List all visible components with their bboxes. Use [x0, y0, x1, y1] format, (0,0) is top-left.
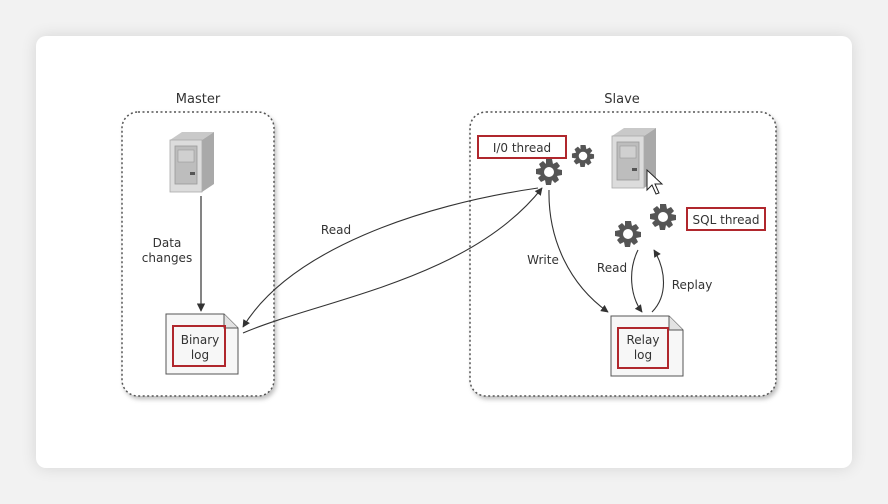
- binary-log-label-line2: log: [191, 348, 209, 362]
- relay-log-document-icon: [610, 315, 684, 377]
- relay-log-highlight: [617, 327, 669, 369]
- sql-thread-label: SQL thread: [693, 213, 760, 227]
- write-arrow: [548, 189, 609, 313]
- mouse-cursor-icon: [646, 168, 664, 195]
- write-label: Write: [527, 253, 559, 267]
- sql-thread-highlight: [686, 207, 766, 231]
- read-arrow-to-binlog: [242, 187, 539, 328]
- relay-log-label-line2: log: [634, 348, 652, 362]
- binary-log-document-icon: [165, 313, 239, 375]
- read-arrow-to-io-thread: [242, 187, 543, 334]
- master-server-icon: [169, 131, 215, 193]
- io-thread-highlight: [477, 135, 567, 159]
- binary-log-highlight: [172, 325, 226, 367]
- replay-label: Replay: [672, 278, 713, 292]
- io-thread-label: I/0 thread: [493, 141, 551, 155]
- data-changes-label-line1: Data: [153, 236, 182, 250]
- read-slave-label: Read: [597, 261, 627, 275]
- slave-title: Slave: [604, 92, 640, 107]
- read-master-label: Read: [321, 223, 351, 237]
- data-changes-label-line2: changes: [142, 251, 192, 265]
- relay-log-label-line1: Relay: [627, 333, 660, 347]
- binary-log-label-line1: Binary: [181, 333, 220, 347]
- master-container: [121, 111, 275, 397]
- replay-arrow: [651, 249, 664, 313]
- read-relay-arrow: [631, 249, 643, 313]
- master-title: Master: [176, 92, 221, 107]
